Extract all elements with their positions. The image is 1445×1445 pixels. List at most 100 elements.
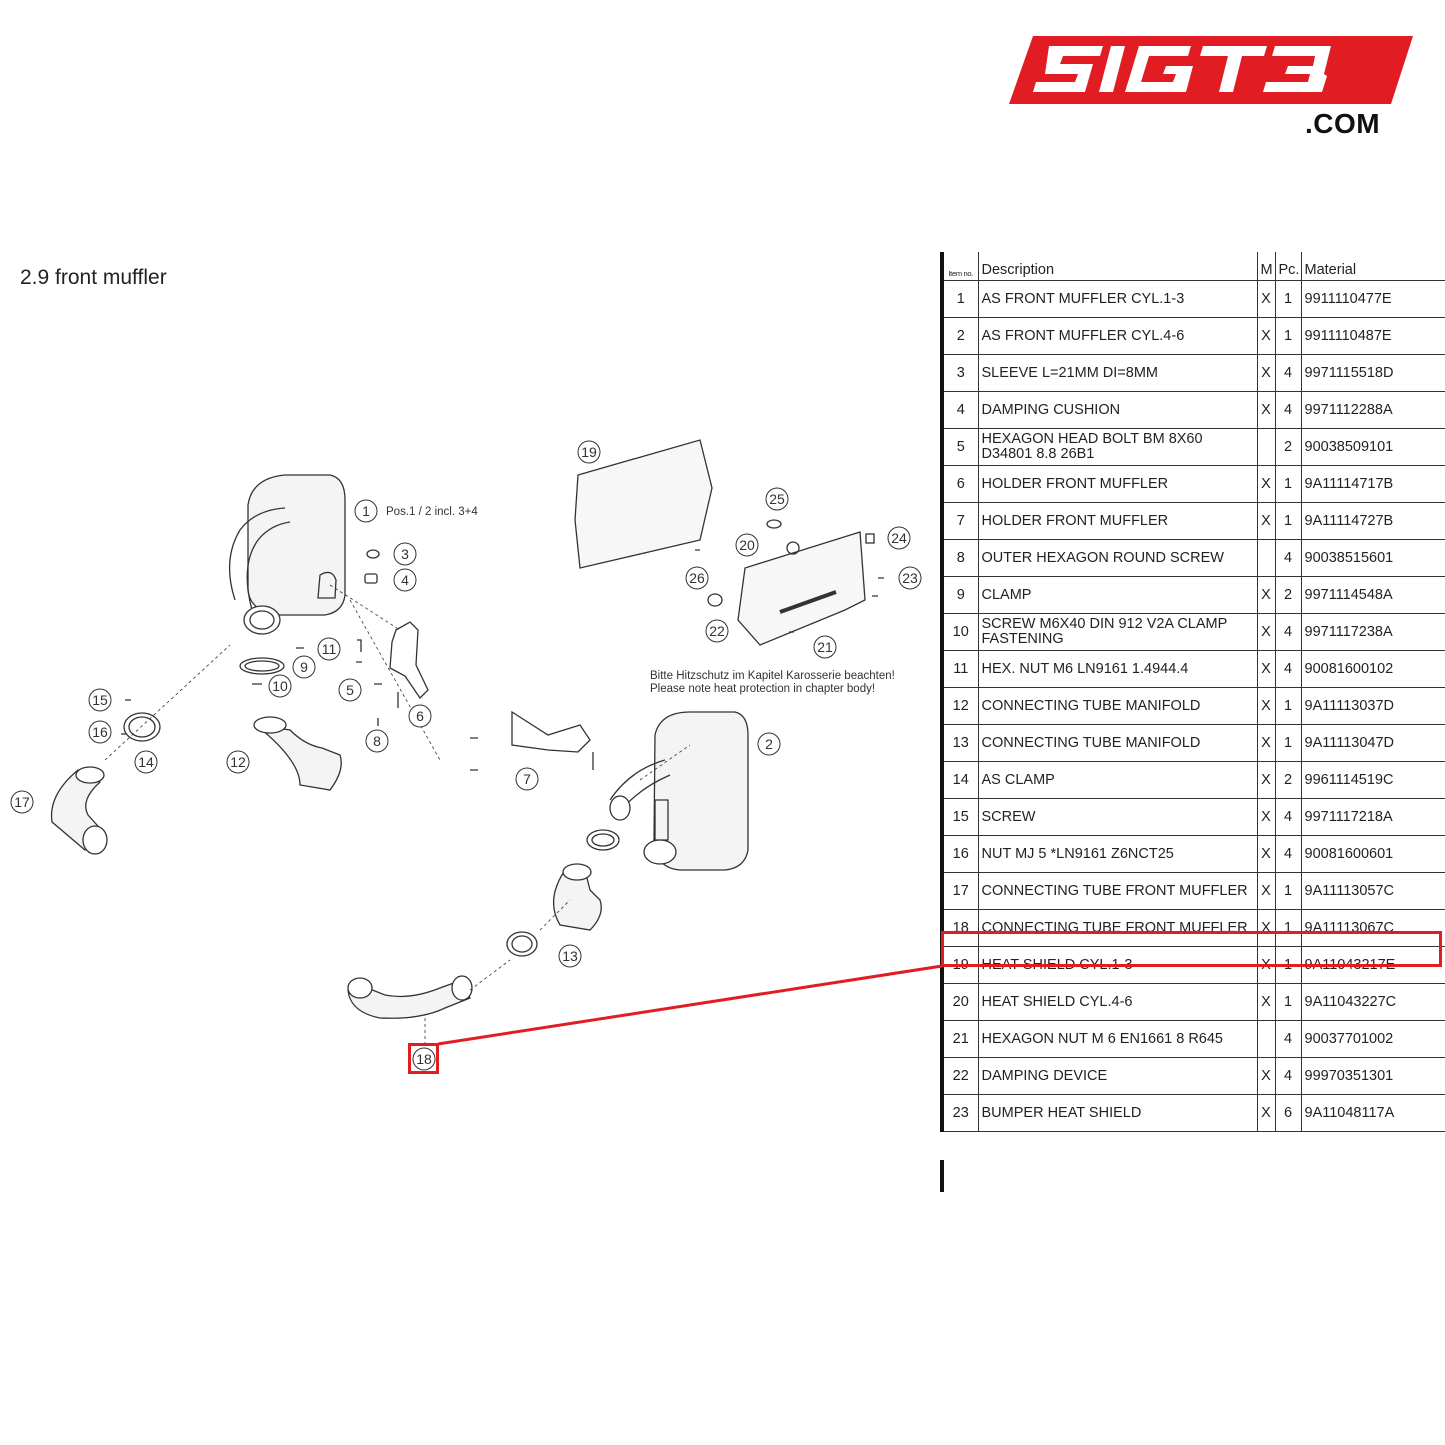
cell-material: 9A11043227C bbox=[1301, 983, 1445, 1021]
callout-16: 16 bbox=[88, 720, 112, 744]
cell-item: 20 bbox=[940, 983, 979, 1021]
svg-text:14: 14 bbox=[138, 754, 154, 770]
cell-m: X bbox=[1257, 613, 1276, 651]
svg-text:12: 12 bbox=[230, 754, 246, 770]
cell-material: 9A11113047D bbox=[1301, 724, 1445, 762]
cell-pc: 1 bbox=[1275, 317, 1302, 355]
cell-item: 21 bbox=[940, 1020, 979, 1058]
callout-24: 24 bbox=[887, 526, 911, 550]
note-english: Please note heat protection in chapter b… bbox=[650, 683, 876, 695]
cell-pc: 1 bbox=[1275, 502, 1302, 540]
cell-description: HOLDER FRONT MUFFLER bbox=[978, 465, 1258, 503]
callout-1: 1 bbox=[354, 499, 378, 523]
cell-pc: 4 bbox=[1275, 1020, 1302, 1058]
callout-25: 25 bbox=[765, 487, 789, 511]
cell-description: NUT MJ 5 *LN9161 Z6NCT25 bbox=[978, 835, 1258, 873]
cell-description: CONNECTING TUBE MANIFOLD bbox=[978, 724, 1258, 762]
svg-text:16: 16 bbox=[92, 724, 108, 740]
cell-m: X bbox=[1257, 650, 1276, 688]
cell-m: X bbox=[1257, 280, 1276, 318]
cell-material: 9911110487E bbox=[1301, 317, 1445, 355]
cell-material: 9A11048117A bbox=[1301, 1094, 1445, 1132]
cell-m: X bbox=[1257, 576, 1276, 614]
svg-text:19: 19 bbox=[581, 444, 597, 460]
cell-pc: 6 bbox=[1275, 1094, 1302, 1132]
cell-item: 22 bbox=[940, 1057, 979, 1095]
svg-text:15: 15 bbox=[92, 692, 108, 708]
cell-material: 90038515601 bbox=[1301, 539, 1445, 577]
cell-description: AS CLAMP bbox=[978, 761, 1258, 799]
cell-material: 9971112288A bbox=[1301, 391, 1445, 429]
cell-pc: 2 bbox=[1275, 761, 1302, 799]
cell-description: AS FRONT MUFFLER CYL.4-6 bbox=[978, 317, 1258, 355]
cell-pc: 4 bbox=[1275, 835, 1302, 873]
cell-description: AS FRONT MUFFLER CYL.1-3 bbox=[978, 280, 1258, 318]
cell-description: SCREW bbox=[978, 798, 1258, 836]
callout-17: 17 bbox=[10, 790, 34, 814]
cell-item: 8 bbox=[940, 539, 979, 577]
callout-7: 7 bbox=[515, 767, 539, 791]
cell-material: 90038509101 bbox=[1301, 428, 1445, 466]
cell-item: 23 bbox=[940, 1094, 979, 1132]
svg-text:9: 9 bbox=[300, 659, 308, 675]
svg-text:2: 2 bbox=[765, 736, 773, 752]
cell-description: HOLDER FRONT MUFFLER bbox=[978, 502, 1258, 540]
cell-pc: 4 bbox=[1275, 391, 1302, 429]
svg-text:22: 22 bbox=[709, 623, 725, 639]
col-header-m: M bbox=[1257, 252, 1276, 281]
cell-m: X bbox=[1257, 761, 1276, 799]
cell-material: 9961114519C bbox=[1301, 761, 1445, 799]
cell-item: 14 bbox=[940, 761, 979, 799]
cell-item: 7 bbox=[940, 502, 979, 540]
logo-domain-suffix: .COM bbox=[1305, 108, 1381, 139]
svg-text:3: 3 bbox=[401, 546, 409, 562]
cell-pc: 2 bbox=[1275, 576, 1302, 614]
cell-pc: 4 bbox=[1275, 798, 1302, 836]
cell-material: 9971117218A bbox=[1301, 798, 1445, 836]
cell-item: 9 bbox=[940, 576, 979, 614]
cell-m: X bbox=[1257, 983, 1276, 1021]
page-title: 2.9 front muffler bbox=[20, 266, 167, 289]
cell-material: 90081600102 bbox=[1301, 650, 1445, 688]
callout-10: 10 bbox=[268, 674, 292, 698]
exploded-parts-diagram: 1 2 3 4 5 6 7 8 9 10 11 12 13 14 15 16 1… bbox=[10, 439, 922, 1071]
cell-m: X bbox=[1257, 1057, 1276, 1095]
cell-material: 9A11114717B bbox=[1301, 465, 1445, 503]
cell-m bbox=[1257, 1020, 1276, 1058]
cell-pc: 1 bbox=[1275, 724, 1302, 762]
svg-text:20: 20 bbox=[739, 537, 755, 553]
cell-m: X bbox=[1257, 354, 1276, 392]
cell-item: 4 bbox=[940, 391, 979, 429]
callout-4: 4 bbox=[393, 568, 417, 592]
col-header-item: Item no. bbox=[940, 252, 979, 281]
callout-3: 3 bbox=[393, 542, 417, 566]
callout-14: 14 bbox=[134, 750, 158, 774]
cell-description: HEXAGON NUT M 6 EN1661 8 R645 bbox=[978, 1020, 1258, 1058]
svg-text:1: 1 bbox=[362, 503, 370, 519]
heat-protection-note: Bitte Hitzschutz im Kapitel Karosserie b… bbox=[650, 670, 895, 696]
cell-m bbox=[1257, 428, 1276, 466]
callout-26: 26 bbox=[685, 566, 709, 590]
svg-text:13: 13 bbox=[562, 948, 578, 964]
svg-text:24: 24 bbox=[891, 530, 907, 546]
cell-item: 5 bbox=[940, 428, 979, 466]
cell-item: 12 bbox=[940, 687, 979, 725]
cell-material: 9911110477E bbox=[1301, 280, 1445, 318]
cell-pc: 4 bbox=[1275, 1057, 1302, 1095]
cell-m: X bbox=[1257, 724, 1276, 762]
callout-2: 2 bbox=[757, 732, 781, 756]
callout-8: 8 bbox=[365, 729, 389, 753]
pos-note: Pos.1 / 2 incl. 3+4 bbox=[386, 506, 478, 518]
